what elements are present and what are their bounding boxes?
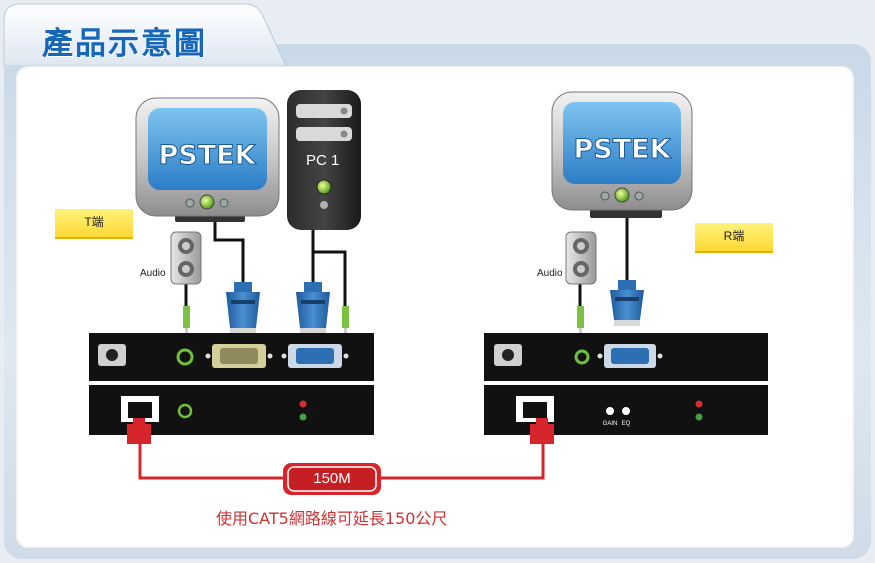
vga-plug-pc xyxy=(296,282,330,334)
monitor-t: PSTEK xyxy=(135,97,280,222)
transmitter-tag: T端 xyxy=(55,209,133,239)
monitor-r: PSTEK xyxy=(551,91,693,218)
receiver-tag: R端 xyxy=(695,223,773,253)
speaker-t xyxy=(170,231,202,285)
pc-audio-cable xyxy=(313,250,347,310)
audio-plug-r xyxy=(577,306,584,334)
receiver-box-top xyxy=(484,333,768,381)
monitor-cable xyxy=(213,218,245,285)
gain-label: GAIN xyxy=(603,421,618,427)
svg-text:PSTEK: PSTEK xyxy=(158,140,256,171)
receiver-box-bottom: GAIN EQ xyxy=(484,385,768,435)
speaker-r xyxy=(565,231,597,285)
transmitter-box-top xyxy=(89,333,374,381)
pc-label: PC 1 xyxy=(306,152,340,169)
title-tab xyxy=(3,3,287,66)
pc-tower xyxy=(287,90,361,230)
cable-length-badge: 150M xyxy=(313,470,351,487)
audio-label-t: Audio xyxy=(140,268,166,279)
cable-note: 使用CAT5網路線可延長150公尺 xyxy=(216,509,448,528)
vga-plug-r xyxy=(610,280,644,326)
audio-plug-t xyxy=(183,306,190,334)
eq-label: EQ xyxy=(622,421,631,427)
page-title: 產品示意圖 xyxy=(42,26,207,62)
audio-label-r: Audio xyxy=(537,268,563,279)
vga-plug-monitor xyxy=(226,282,260,334)
svg-text:PSTEK: PSTEK xyxy=(573,134,671,165)
cat5-cable xyxy=(127,418,554,495)
audio-plug-pc xyxy=(342,306,349,334)
